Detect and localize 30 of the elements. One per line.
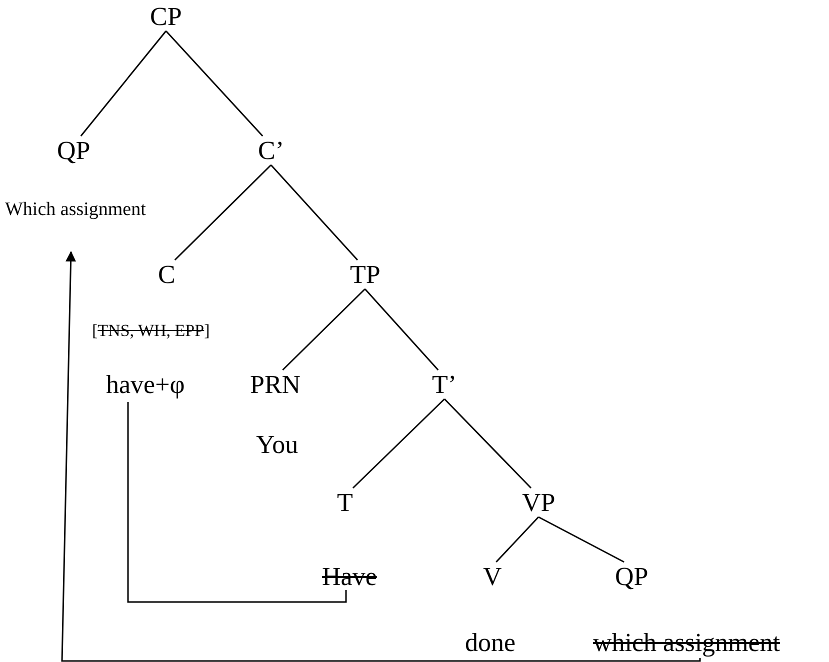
branch-line	[538, 516, 624, 563]
category-label: V	[483, 564, 502, 590]
category-label: PRN	[250, 372, 301, 398]
word-label: which assignment	[593, 630, 780, 656]
category-label: QP	[615, 564, 648, 590]
movement-line	[127, 402, 347, 603]
branch-line	[270, 164, 358, 260]
branch-line	[352, 398, 446, 489]
branch-line	[364, 288, 439, 370]
category-label: VP	[522, 490, 556, 516]
word-label: Which assignment	[5, 200, 146, 219]
branch-line	[165, 30, 264, 136]
branch-line	[496, 516, 540, 563]
category-label: QP	[57, 138, 90, 164]
category-label: CP	[150, 4, 182, 30]
category-label: C’	[258, 138, 284, 164]
word-label: You	[256, 432, 298, 458]
branch-line	[444, 398, 532, 489]
branch-line	[174, 164, 272, 261]
feature-label: [TNS, WH, EPP]	[92, 322, 210, 339]
category-label: C	[158, 262, 176, 288]
category-label: T	[337, 490, 353, 516]
category-label: T’	[432, 372, 457, 398]
category-label: TP	[350, 262, 380, 288]
branch-line	[80, 30, 167, 136]
word-label: Have	[322, 564, 377, 590]
word-label: done	[465, 630, 516, 656]
movement-arrow	[61, 250, 701, 662]
word-label: have+φ	[106, 372, 185, 398]
branch-line	[282, 288, 366, 371]
